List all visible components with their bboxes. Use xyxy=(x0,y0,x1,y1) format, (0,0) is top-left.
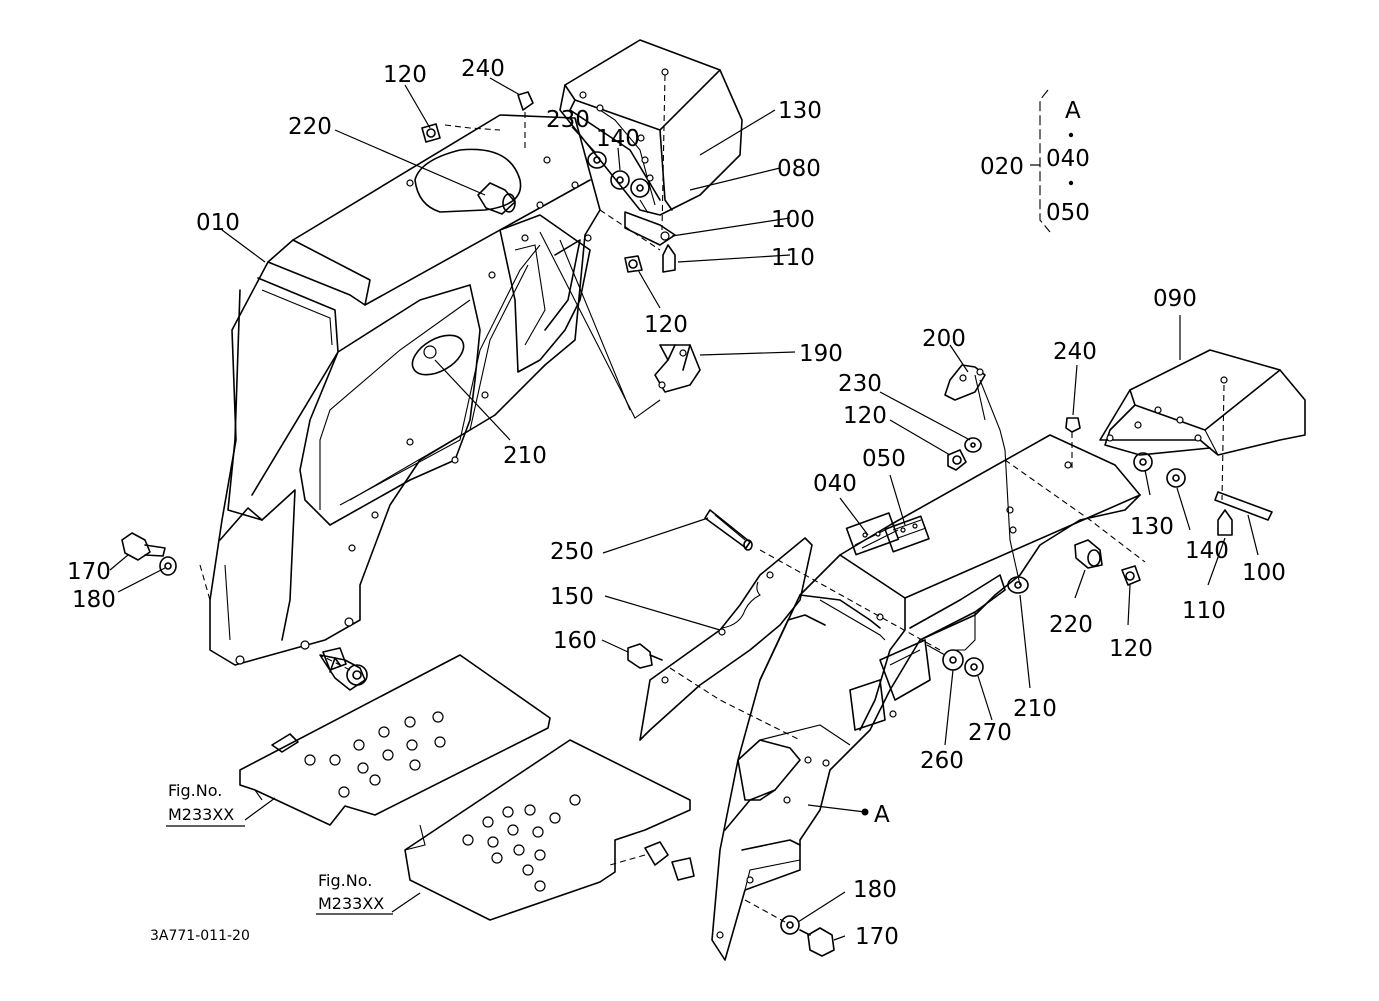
legend-020: A 020 040 050 xyxy=(980,89,1090,233)
label-040-part: 040 xyxy=(813,471,857,497)
right-fender xyxy=(711,434,1141,961)
fig-ref-1-code: M233XX xyxy=(168,805,234,824)
label-220-a: 220 xyxy=(288,114,332,140)
right-step-plate xyxy=(404,739,691,921)
label-230-b: 230 xyxy=(838,371,882,397)
label-080: 080 xyxy=(777,156,821,182)
side-plate-150 xyxy=(639,537,813,741)
label-120-a: 120 xyxy=(383,62,427,88)
label-160: 160 xyxy=(553,628,597,654)
fig-ref-1-prefix: Fig.No. xyxy=(168,781,222,800)
label-110-b: 110 xyxy=(1182,598,1226,624)
label-100-b: 100 xyxy=(1242,560,1286,586)
figure-references: Fig.No. M233XX Fig.No. M233XX xyxy=(166,781,393,915)
construction-lines xyxy=(199,209,941,866)
label-210-b: 210 xyxy=(1013,696,1057,722)
left-bolt-170-180 xyxy=(121,532,177,576)
right-bolt-170-180 xyxy=(744,899,835,957)
top-cover-080 xyxy=(559,39,743,231)
left-fasteners xyxy=(421,91,701,393)
leader-lines xyxy=(109,77,1259,941)
label-210-a: 210 xyxy=(503,443,547,469)
label-240-b: 240 xyxy=(1053,339,1097,365)
label-140-a: 140 xyxy=(596,126,640,152)
callout-labels: 120 240 220 230 140 130 080 100 110 120 … xyxy=(67,56,1286,950)
label-140-b: 140 xyxy=(1185,538,1229,564)
label-250: 250 xyxy=(550,539,594,565)
label-170-b: 170 xyxy=(855,924,899,950)
label-180-b: 180 xyxy=(853,877,897,903)
label-240-a: 240 xyxy=(461,56,505,82)
reference-point-dot xyxy=(861,808,869,816)
label-190: 190 xyxy=(799,341,843,367)
label-130-a: 130 xyxy=(778,98,822,124)
label-180-a: 180 xyxy=(72,587,116,613)
label-120-d: 120 xyxy=(1109,636,1153,662)
drawing-code: 3A771-011-20 xyxy=(150,928,250,944)
label-A-reference: A xyxy=(874,802,890,828)
label-220-b: 220 xyxy=(1049,612,1093,638)
left-step-plate xyxy=(239,654,551,826)
label-120-b: 120 xyxy=(644,312,688,338)
label-100-a: 100 xyxy=(771,207,815,233)
label-260: 260 xyxy=(920,748,964,774)
right-fasteners xyxy=(926,364,1273,677)
label-130-b: 130 xyxy=(1130,514,1174,540)
legend-group-020: 020 xyxy=(980,154,1024,180)
label-270: 270 xyxy=(968,720,1012,746)
label-170-a: 170 xyxy=(67,559,111,585)
legend-ref-A: A xyxy=(1065,98,1081,124)
legend-item-040: 040 xyxy=(1046,146,1090,172)
fig-ref-2-prefix: Fig.No. xyxy=(318,871,372,890)
label-010: 010 xyxy=(196,210,240,236)
label-150: 150 xyxy=(550,584,594,610)
spacer-bushings xyxy=(322,647,695,881)
top-cover-090 xyxy=(1099,349,1306,501)
legend-item-050: 050 xyxy=(1046,200,1090,226)
fig-ref-2-code: M233XX xyxy=(318,894,384,913)
label-200: 200 xyxy=(922,326,966,352)
left-fender-010 xyxy=(209,114,601,666)
rod-250-and-bolt-160 xyxy=(627,509,753,669)
label-110-a: 110 xyxy=(771,245,815,271)
label-120-c: 120 xyxy=(843,403,887,429)
label-230-a: 230 xyxy=(546,107,590,133)
label-050-part: 050 xyxy=(862,446,906,472)
label-090: 090 xyxy=(1153,286,1197,312)
